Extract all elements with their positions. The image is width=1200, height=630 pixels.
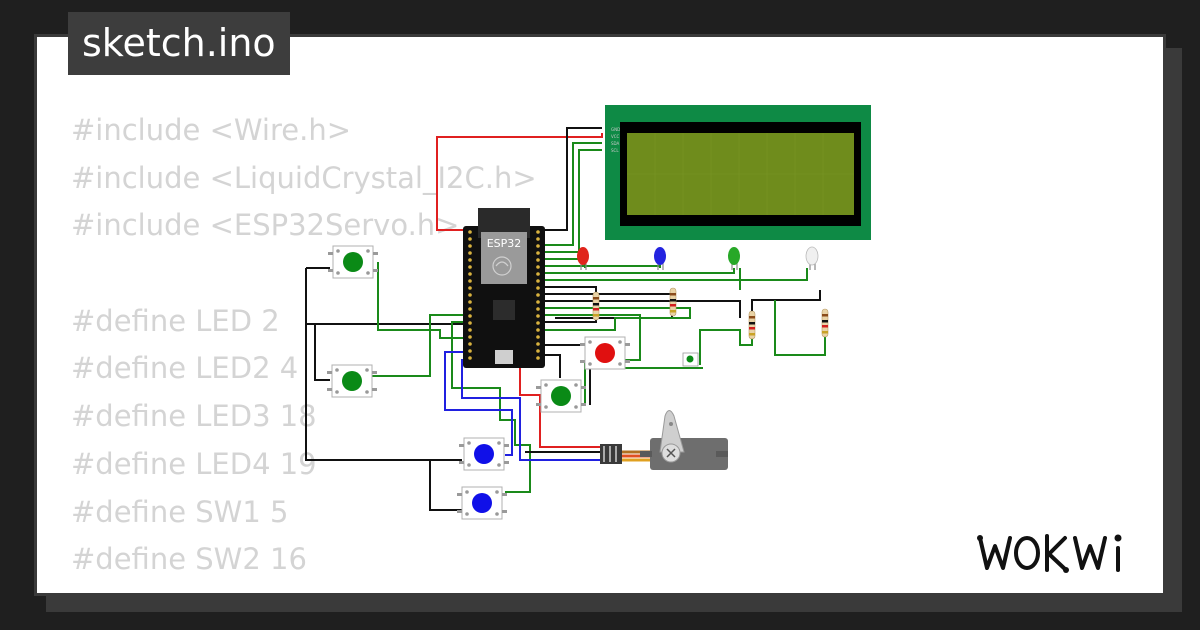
lcd-display: GND VCC SDA SCL [605,105,871,240]
code-line: #include <ESP32Servo.h> [71,208,460,243]
lcd-pin-label: VCC [611,134,620,139]
lcd-pin-label: SCL [611,148,619,153]
servo-motor [600,410,728,470]
code-line: #define LED 2 [71,303,280,338]
code-line: #include <Wire.h> [71,113,352,147]
code-line: #define LED3 18 [71,399,317,434]
pushbutton-blue-2[interactable] [456,486,508,520]
board-label: ESP32 [487,237,522,250]
esp32-board: ESP32 [463,208,545,368]
small-component [682,352,699,367]
code-line: #define LED4 19 [71,446,317,481]
lcd-pin-label: SDA [611,141,620,146]
pushbutton-green-3[interactable] [535,379,587,413]
resistor [669,287,677,317]
servo-horn [659,410,685,453]
led-green [728,247,740,270]
pushbutton-blue-1[interactable] [458,437,510,471]
pushbutton-green-2[interactable] [326,364,378,398]
resistor [748,310,756,340]
pushbutton-red[interactable] [579,336,631,370]
lcd-pin-label: GND [611,127,620,132]
led-red [577,247,589,270]
code-line: #define LED2 4 [71,351,299,386]
code-preview: #include <Wire.h> #include <LiquidCrysta… [71,107,537,593]
wires [305,127,826,511]
pushbutton-green-1[interactable] [327,245,379,279]
resistor [821,308,829,338]
led-blue [654,247,666,270]
resistor [592,291,600,321]
file-tab[interactable]: sketch.ino [68,12,290,75]
wokwi-logo [977,534,1122,573]
code-line: #include <LiquidCrystal_I2C.h> [71,160,537,195]
led-white [805,246,819,270]
code-line: #define SW1 5 [71,494,289,529]
code-line: #define SW2 16 [71,542,307,577]
usb-port [495,350,513,364]
code-line: #define SW3 17 [71,584,537,593]
